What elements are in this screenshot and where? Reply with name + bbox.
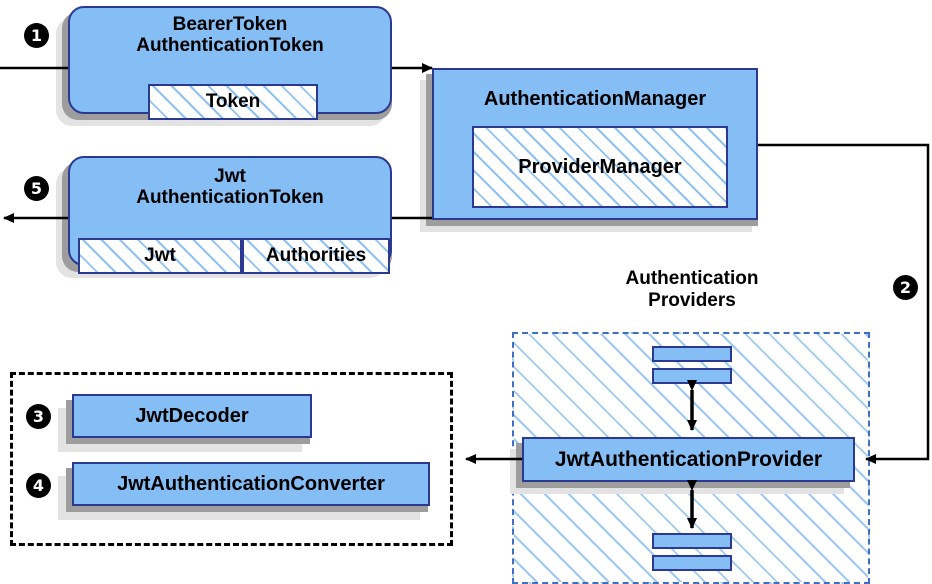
authentication-providers-label-line2: Providers [648,289,736,311]
authentication-manager-title: AuthenticationManager [483,88,707,110]
bearer-token-inner-token-label: Token [205,91,261,113]
provider-manager-label: ProviderManager [518,155,682,178]
authentication-providers-label: Authentication Providers [572,268,812,312]
jwt-token-title-line2: AuthenticationToken [136,187,324,209]
provider-stub-bar-bottom-2 [652,555,732,571]
jwt-authentication-provider-box[interactable]: JwtAuthenticationProvider [522,437,855,482]
jwt-authentication-provider-label: JwtAuthenticationProvider [554,447,823,471]
jwt-decoder-label: JwtDecoder [135,404,249,427]
bearer-token-title-line1: BearerToken [172,14,288,35]
step-badge-3-number: 3 [32,406,45,426]
bearer-token-authentication-token-box[interactable]: BearerToken AuthenticationToken Token [68,6,392,120]
bearer-token-title-line2: AuthenticationToken [136,35,324,57]
step-badge-5-number: 5 [30,178,43,198]
jwt-authentication-converter-label: JwtAuthenticationConverter [117,472,385,495]
bearer-token-inner-token-box[interactable]: Token [148,84,318,120]
step-badge-1-number: 1 [30,25,43,45]
jwt-token-inner-authorities-box[interactable]: Authorities [242,238,390,274]
step-badge-4-number: 4 [32,475,45,495]
provider-stub-bar-bottom-1 [652,533,732,549]
jwt-authentication-token-box[interactable]: Jwt AuthenticationToken Jwt Authorities [68,156,392,274]
provider-manager-box[interactable]: ProviderManager [472,126,728,208]
step-badge-4: 4 [26,473,51,498]
jwt-support-components-group [10,372,453,546]
jwt-decoder-box[interactable]: JwtDecoder [72,394,312,438]
provider-stub-bar-top-2 [652,368,732,384]
jwt-authentication-converter-box[interactable]: JwtAuthenticationConverter [72,462,430,506]
authentication-providers-label-line1: Authentication [625,268,759,289]
jwt-token-inner-jwt-label: Jwt [144,245,176,267]
step-badge-2: 2 [893,275,918,300]
step-badge-2-number: 2 [899,277,912,297]
provider-stub-bar-top-1 [652,346,732,362]
step-badge-1: 1 [24,23,49,48]
jwt-token-inner-jwt-box[interactable]: Jwt [78,238,242,274]
authentication-manager-box[interactable]: AuthenticationManager ProviderManager [432,68,758,220]
step-badge-3: 3 [26,404,51,429]
jwt-token-title-line1: Jwt [214,166,246,187]
step-badge-5: 5 [24,176,49,201]
jwt-token-inner-authorities-label: Authorities [265,245,367,267]
